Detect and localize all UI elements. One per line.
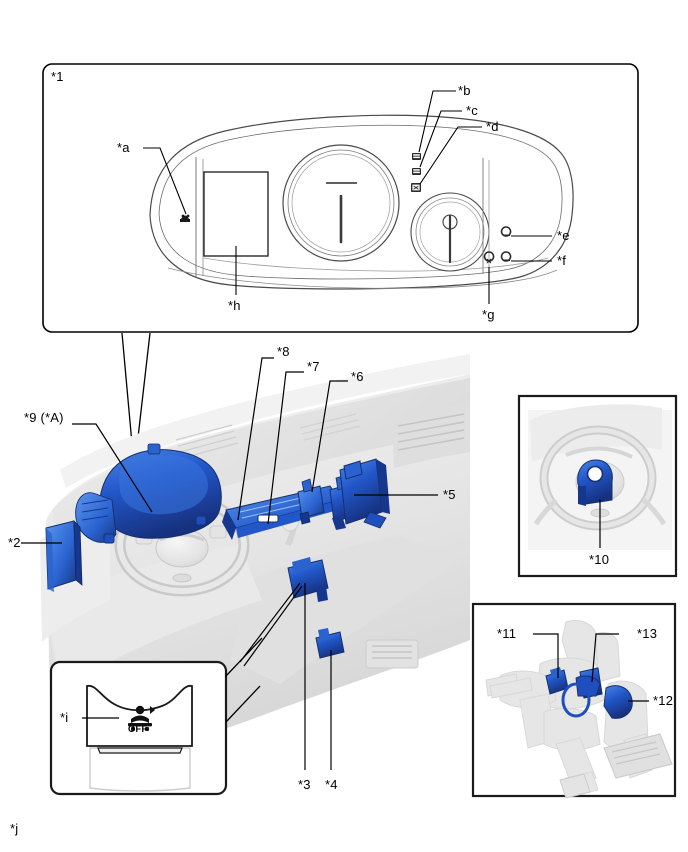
callout-8: *8 — [277, 344, 290, 359]
cluster-box-label: *1 — [51, 69, 64, 84]
airbag-off-text: OFF — [128, 724, 148, 734]
callout-f: *f — [557, 253, 567, 268]
component-7-bracket — [297, 478, 325, 525]
component-11-sensor — [545, 667, 569, 695]
callout-h: *h — [228, 298, 241, 313]
callout-d: *d — [486, 119, 499, 134]
instrument-cluster-drawing — [149, 114, 574, 290]
component-2-ecu — [45, 520, 83, 592]
cluster-to-dashboard-leaders — [121, 332, 151, 456]
callout-10: *10 — [589, 552, 610, 567]
steering-inset-box — [517, 394, 678, 578]
callout-e: *e — [557, 228, 570, 243]
component-ring — [561, 682, 591, 718]
seat-inset-box — [49, 637, 263, 796]
dashboard-leader-lines — [21, 357, 438, 770]
callout-9: *9 (*A) — [24, 410, 64, 425]
callout-11: *11 — [497, 626, 517, 641]
callout-12: *12 — [653, 693, 674, 708]
component-4-sensor — [315, 628, 345, 659]
indicator-glyphs-efg — [483, 226, 512, 264]
callout-a: *a — [117, 140, 130, 155]
airbag-warning-icon — [180, 214, 190, 222]
component-10-spiral-cable — [577, 459, 613, 506]
component-6-sensor — [329, 473, 361, 530]
component-5-module — [339, 458, 390, 529]
callout-i: *i — [60, 710, 69, 725]
dashboard-illustration — [40, 354, 470, 790]
callout-6: *6 — [351, 369, 364, 384]
indicator-glyphs-bcd — [411, 153, 421, 192]
callout-g: *g — [482, 307, 495, 322]
callout-2: *2 — [8, 535, 21, 550]
callout-3: *3 — [298, 777, 311, 792]
steering-wheel — [114, 493, 250, 597]
callout-c: *c — [466, 103, 478, 118]
callout-b: *b — [458, 83, 471, 98]
component-13-sensor — [575, 667, 603, 699]
callout-7: *7 — [307, 359, 320, 374]
cluster-detail-box — [42, 63, 639, 333]
footnote-j: *j — [10, 821, 19, 836]
component-8-panel — [222, 485, 341, 540]
component-9-combination-meter — [75, 443, 222, 544]
component-12-sensor — [603, 685, 633, 719]
callout-4: *4 — [325, 777, 338, 792]
component-3-sensor — [287, 557, 329, 602]
callout-5: *5 — [443, 487, 456, 502]
callout-13: *13 — [637, 626, 658, 641]
